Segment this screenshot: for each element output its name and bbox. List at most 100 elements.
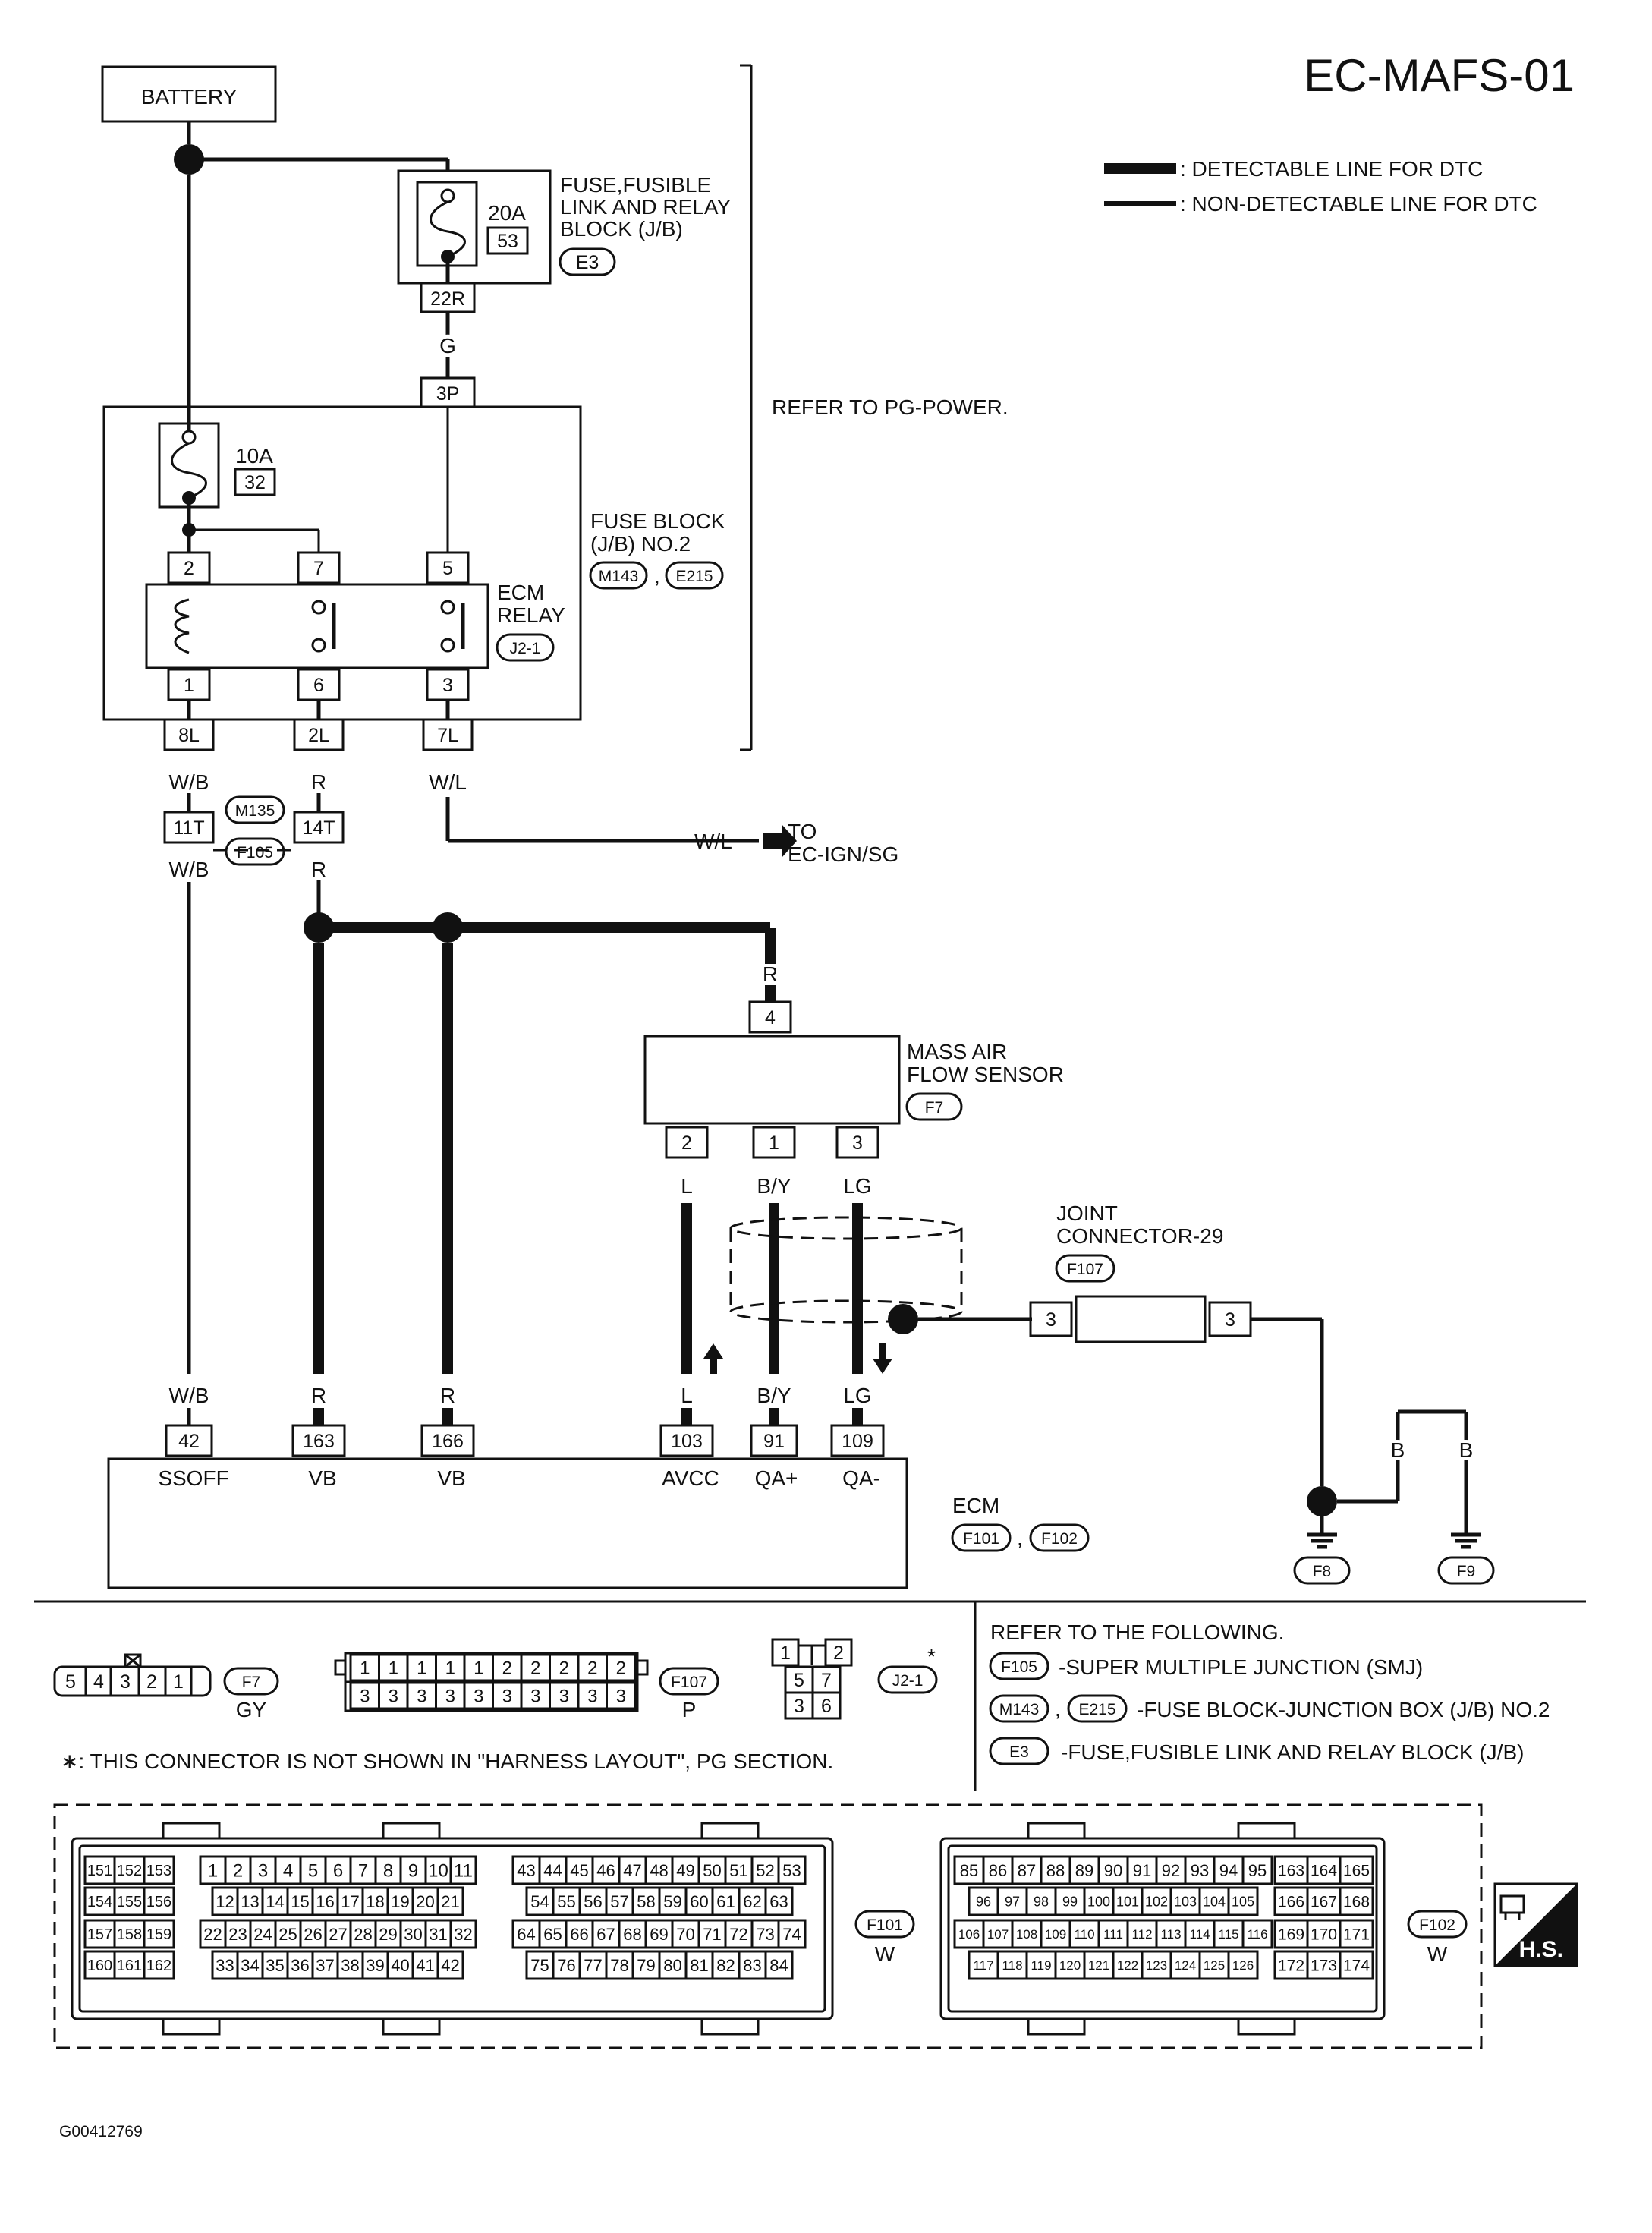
pin-number: 93 [1191,1861,1209,1880]
fusible-link-label-2: LINK AND RELAY [560,195,731,219]
pin-number: 1 [474,1658,483,1679]
j2-1-face-pin-6: 6 [821,1696,832,1717]
connector-f102-badge: F102 [1041,1530,1078,1548]
j2-1-face-pin-2: 2 [833,1642,844,1664]
refer-f105-badge: F105 [1001,1658,1037,1676]
pin-cell [143,1886,175,1916]
wire-r-label-1: R [311,770,326,794]
joint-label-1: JOINT [1056,1202,1118,1225]
joint-connector-box [1075,1295,1207,1343]
pin-number: 65 [543,1925,562,1944]
ecm-pin-name-avcc: AVCC [662,1466,719,1490]
pin-number: 122 [1117,1958,1138,1973]
pin-number: 161 [117,1957,142,1974]
pin-number: 3 [389,1687,398,1707]
pin-number: 19 [391,1892,409,1911]
pin-number: 163 [1278,1863,1304,1880]
pin-number: 33 [216,1956,234,1975]
ecm-relay-label-2: RELAY [497,603,565,627]
pin-number: 101 [1116,1894,1139,1909]
pin-number: 2 [530,1658,540,1679]
maf-wire-lg-top: LG [843,1174,871,1198]
hs-badge-label: H.S. [1519,1937,1563,1962]
pin-number: 152 [117,1863,142,1879]
jb-pin-7l: 7L [437,725,458,746]
pin-number: 5 [308,1861,318,1882]
pin-number: 23 [228,1925,247,1944]
pin-number: 68 [623,1925,641,1944]
arrow-down-icon [873,1343,892,1374]
pin-cell [1339,1950,1374,1980]
ecm-relay-box [145,583,489,669]
pin-cell [1339,1919,1374,1949]
refer-e215-text: -FUSE BLOCK-JUNCTION BOX (J/B) NO.2 [1137,1698,1550,1721]
ecm-connector-area [53,1803,1483,2049]
pin-number: 46 [596,1861,615,1880]
pin-number: 89 [1075,1861,1093,1880]
pin-number: 3 [445,1687,455,1707]
pin-number: 47 [623,1861,641,1880]
pin-3p: 3P [436,383,460,405]
pin-cell [606,1681,637,1710]
f7-face-pin-1: 1 [173,1671,184,1693]
pin-number: 123 [1146,1958,1167,1973]
pin-number: 34 [241,1956,259,1975]
comma: , [654,564,660,587]
fusible-link-label-1: FUSE,FUSIBLE [560,173,711,197]
pin-number: 94 [1219,1861,1238,1880]
wire-wb-label-2: W/B [169,858,209,881]
pin-number: 164 [1311,1863,1337,1880]
pin-number: 32 [454,1925,472,1944]
pin-number: 174 [1343,1957,1370,1975]
j2-1-face-pin-7: 7 [821,1670,832,1691]
pin-cell [777,1855,807,1885]
arrow-up-icon [703,1343,723,1374]
pin-number: 1 [417,1658,426,1679]
pin-number: 157 [87,1926,112,1943]
pin-number: 63 [769,1892,788,1911]
smj-pin-14t: 14T [302,817,335,839]
pin-number: 85 [960,1861,978,1880]
pin-cell [143,1950,175,1980]
connector-f105-badge: F105 [237,844,273,861]
joint-pin-right: 3 [1225,1309,1235,1331]
f7-face-pin-2: 2 [146,1671,157,1693]
f7-face-pin-3: 3 [120,1671,131,1693]
pin-number: 166 [1278,1894,1304,1911]
pin-number: 108 [1016,1927,1037,1942]
pin-number: 29 [379,1925,397,1944]
to-ign-line2: EC-IGN/SG [788,842,898,866]
footnote: ∗: THIS CONNECTOR IS NOT SHOWN IN "HARNE… [61,1750,833,1773]
pin-number: 1 [389,1658,398,1679]
pin-number: 81 [690,1956,708,1975]
ground-wire-b-2: B [1459,1438,1474,1462]
pin-number: 3 [502,1687,512,1707]
maf-pin-1: 1 [769,1132,779,1154]
pin-number: 6 [333,1861,343,1882]
f101-face-id: F101 [867,1916,903,1934]
pin-number: 36 [291,1956,309,1975]
pin-number: 13 [241,1892,259,1911]
pin-number: 118 [1002,1958,1022,1973]
pin-number: 22 [203,1925,222,1944]
pin-number: 11 [454,1861,473,1882]
wire-r-label-maf: R [763,962,778,986]
pin-cell [1227,1950,1259,1980]
pin-number: 103 [1174,1894,1197,1909]
pin-cell [449,1855,477,1885]
refer-f105-text: -SUPER MULTIPLE JUNCTION (SMJ) [1059,1655,1423,1679]
ecm-pin-91: 91 [763,1431,785,1452]
maf-pin-3: 3 [852,1132,863,1154]
comma: , [1017,1526,1023,1550]
pin-number: 80 [663,1956,681,1975]
relay-pin-7: 7 [313,558,324,579]
ground-wire-b-1-text: B [1391,1438,1405,1462]
connector-f7-badge: F7 [925,1099,944,1116]
refer-e215-badge: E215 [1078,1701,1115,1718]
pin-number: 160 [87,1957,112,1974]
pin-number: 2 [559,1658,569,1679]
pin-cell [1339,1855,1374,1885]
ground-f8-label: F8 [1313,1563,1332,1580]
maf-pin-2: 2 [681,1132,692,1154]
pin-number: 18 [366,1892,384,1911]
